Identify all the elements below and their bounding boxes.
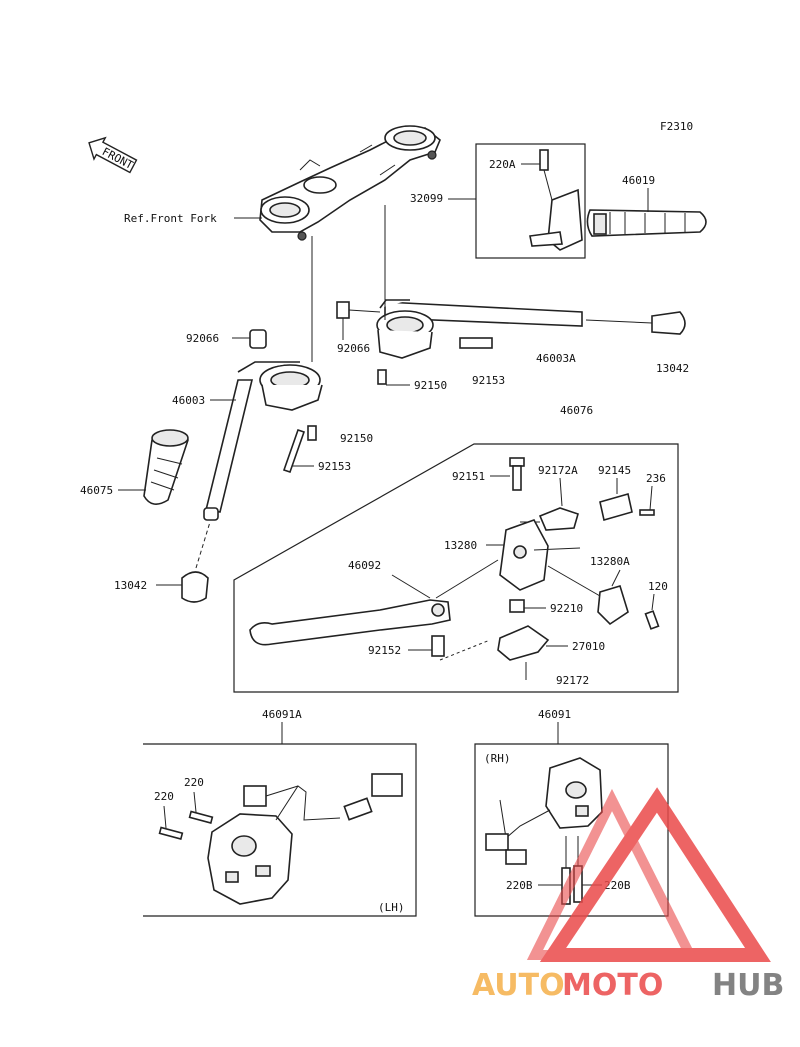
right-grip	[586, 209, 707, 237]
left-bolt-92150	[307, 425, 317, 441]
label-220B-b: 220B	[604, 879, 631, 892]
label-120: 120	[648, 580, 668, 593]
right-bolt-92066	[336, 301, 381, 319]
label-92153-right: 92153	[472, 374, 505, 387]
left-bar-end-weight	[181, 521, 211, 603]
nut-92210	[509, 599, 525, 613]
label-92210: 92210	[550, 602, 583, 615]
left-grip	[143, 429, 189, 505]
automotohub-watermark-logo: AUTO MOTO HUB	[472, 787, 784, 1003]
label-13280: 13280	[444, 539, 477, 552]
clamp-13280A	[547, 565, 629, 626]
label-ref-front-fork: Ref.Front Fork	[124, 212, 217, 225]
label-92150-left: 92150	[340, 432, 373, 445]
label-46075: 46075	[80, 484, 113, 497]
label-13042-right: 13042	[656, 362, 689, 375]
adjuster-92172A	[520, 477, 579, 531]
label-92153-left: 92153	[318, 460, 351, 473]
label-236: 236	[646, 472, 666, 485]
pin-92152	[431, 635, 491, 661]
label-46091A: 46091A	[262, 708, 302, 721]
watermark-part-moto: MOTO	[562, 968, 663, 1003]
label-220B-a: 220B	[506, 879, 533, 892]
clutch-lever-46092	[249, 559, 499, 646]
bolt-92151	[509, 457, 525, 491]
label-13042-left: 13042	[114, 579, 147, 592]
figure-code: F2310	[660, 120, 693, 133]
right-bar-end-weight	[585, 311, 686, 335]
bolt-120	[644, 593, 660, 630]
left-handlebar	[203, 236, 323, 521]
label-92172: 92172	[556, 674, 589, 687]
label-13280A: 13280A	[590, 555, 630, 568]
rh-switch-housing	[485, 757, 603, 905]
label-side-lh: (LH)	[378, 901, 405, 914]
label-32099: 32099	[410, 192, 443, 205]
label-92066-right: 92066	[337, 342, 370, 355]
label-46003A: 46003A	[536, 352, 576, 365]
label-92066-left: 92066	[186, 332, 219, 345]
throttle-housing	[529, 149, 583, 251]
label-46003: 46003	[172, 394, 205, 407]
label-92150-right: 92150	[414, 379, 447, 392]
watermark-part-hub: HUB	[712, 968, 784, 1003]
throttle-housing-box	[475, 143, 586, 259]
clutch-lever-box	[233, 443, 679, 693]
label-27010: 27010	[572, 640, 605, 653]
left-bolt-92066	[249, 329, 267, 349]
label-92151: 92151	[452, 470, 485, 483]
label-46092: 46092	[348, 559, 381, 572]
label-92145: 92145	[598, 464, 631, 477]
lh-switch-box	[143, 743, 417, 917]
label-92152: 92152	[368, 644, 401, 657]
lever-holder-13280	[499, 519, 581, 591]
lh-switch-housing	[158, 773, 403, 905]
label-46076: 46076	[560, 404, 593, 417]
label-220A: 220A	[489, 158, 516, 171]
right-handlebar	[376, 205, 583, 359]
right-bolt-92150	[377, 369, 387, 385]
label-220-a: 220	[184, 776, 204, 789]
watermark-part-auto: AUTO	[472, 968, 565, 1003]
label-side-rh: (RH)	[484, 752, 511, 765]
label-46019: 46019	[622, 174, 655, 187]
upper-triple-clamp	[259, 125, 441, 241]
label-46091: 46091	[538, 708, 571, 721]
bracket-92145	[599, 478, 655, 522]
switch-27010	[497, 625, 550, 680]
left-bolt-92153	[282, 428, 306, 474]
front-arrow-icon: FRONT	[88, 136, 138, 174]
label-92172A: 92172A	[538, 464, 578, 477]
label-220-b: 220	[154, 790, 174, 803]
front-arrow-label: FRONT	[100, 145, 136, 172]
